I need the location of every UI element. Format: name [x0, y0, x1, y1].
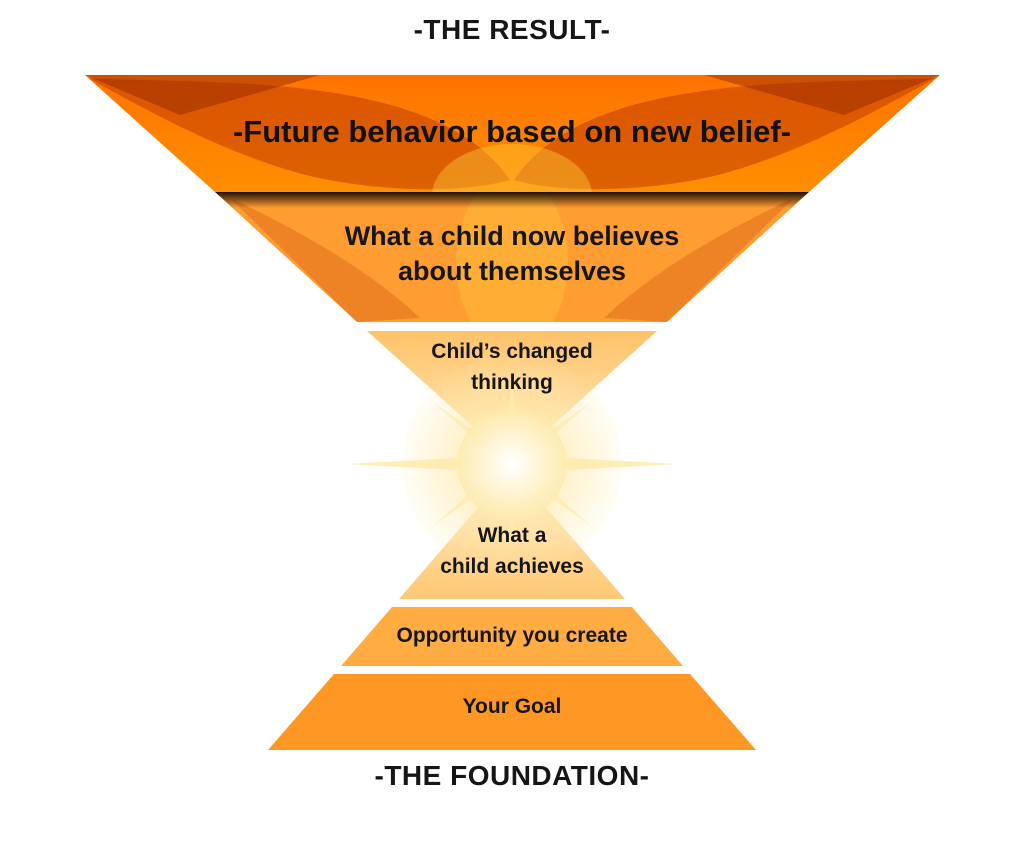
starburst-glow — [346, 354, 678, 574]
tier-goal-shape — [268, 674, 756, 750]
phoenix-wings — [85, 75, 940, 192]
tier-opportunity-shape — [341, 607, 683, 666]
tier-believes-shape — [215, 192, 809, 322]
dark-separator-band — [215, 192, 809, 208]
phoenix-body-glow — [230, 192, 794, 322]
